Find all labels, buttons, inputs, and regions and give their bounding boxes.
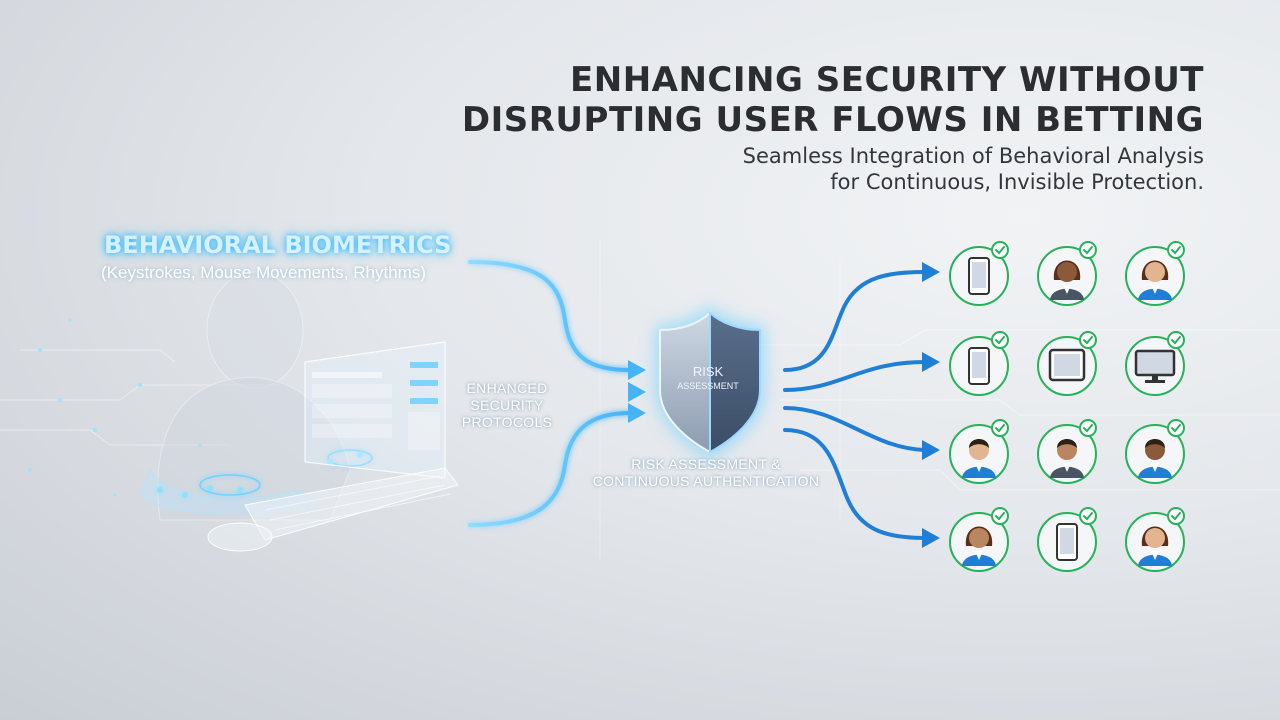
verified-check-icon <box>1079 241 1097 259</box>
behavioral-biometrics-title: BEHAVIORAL BIOMETRICS <box>104 231 452 259</box>
man-user-icon <box>1125 419 1185 484</box>
shield-icon <box>655 305 765 460</box>
shield-label-line-2: ASSESSMENT <box>677 381 739 391</box>
verified-user-grid <box>949 241 1185 572</box>
verified-check-icon <box>1079 507 1097 525</box>
protocols-label-line-2: SECURITY <box>470 397 544 413</box>
smartphone-icon <box>949 331 1009 396</box>
circuit-dots <box>28 318 202 497</box>
protocols-label-line-3: PROTOCOLS <box>461 414 553 430</box>
outgoing-flow-arrows <box>783 270 927 540</box>
verified-check-icon <box>1079 419 1097 437</box>
subtitle-line-2: for Continuous, Invisible Protection. <box>830 170 1204 194</box>
verified-check-icon <box>991 419 1009 437</box>
incoming-arrowheads <box>628 360 646 423</box>
woman-user-icon <box>1125 241 1185 306</box>
verified-check-icon <box>1167 331 1185 349</box>
smartphone-icon <box>1037 507 1097 572</box>
outgoing-arrowheads <box>922 262 940 548</box>
subtitle-line-1: Seamless Integration of Behavioral Analy… <box>742 144 1204 168</box>
verified-check-icon <box>1167 507 1185 525</box>
woman-user-icon <box>949 507 1009 572</box>
verified-check-icon <box>991 241 1009 259</box>
woman-user-icon <box>1037 241 1097 306</box>
hand-tracking-glow <box>157 449 373 498</box>
transparent-monitor <box>304 341 446 479</box>
title-line-1: ENHANCING SECURITY WITHOUT <box>570 60 1204 100</box>
mouse-icon <box>207 522 273 552</box>
man-user-icon <box>949 419 1009 484</box>
verified-check-icon <box>1167 419 1185 437</box>
verified-check-icon <box>1167 241 1185 259</box>
risk-caption-line-1: RISK ASSESSMENT & <box>631 456 781 472</box>
verified-check-icon <box>991 331 1009 349</box>
protocols-label-line-1: ENHANCED <box>466 380 548 396</box>
title-line-2: DISRUPTING USER FLOWS IN BETTING <box>461 100 1204 140</box>
incoming-flow-arrows <box>468 260 632 527</box>
person-silhouette <box>139 271 351 521</box>
smartphone-icon <box>949 241 1009 306</box>
verified-check-icon <box>1079 331 1097 349</box>
risk-caption-line-2: CONTINUOUS AUTHENTICATION <box>592 473 820 489</box>
woman-user-icon <box>1125 507 1185 572</box>
keyboard-icon <box>244 467 459 541</box>
shield-label-line-1: RISK <box>692 364 724 379</box>
man-user-icon <box>1037 419 1097 484</box>
behavioral-biometrics-subtitle: (Keystrokes, Mouse Movements, Rhythms) <box>101 263 426 282</box>
verified-check-icon <box>991 507 1009 525</box>
desktop-monitor-icon <box>1125 331 1185 396</box>
tablet-icon <box>1037 331 1097 396</box>
